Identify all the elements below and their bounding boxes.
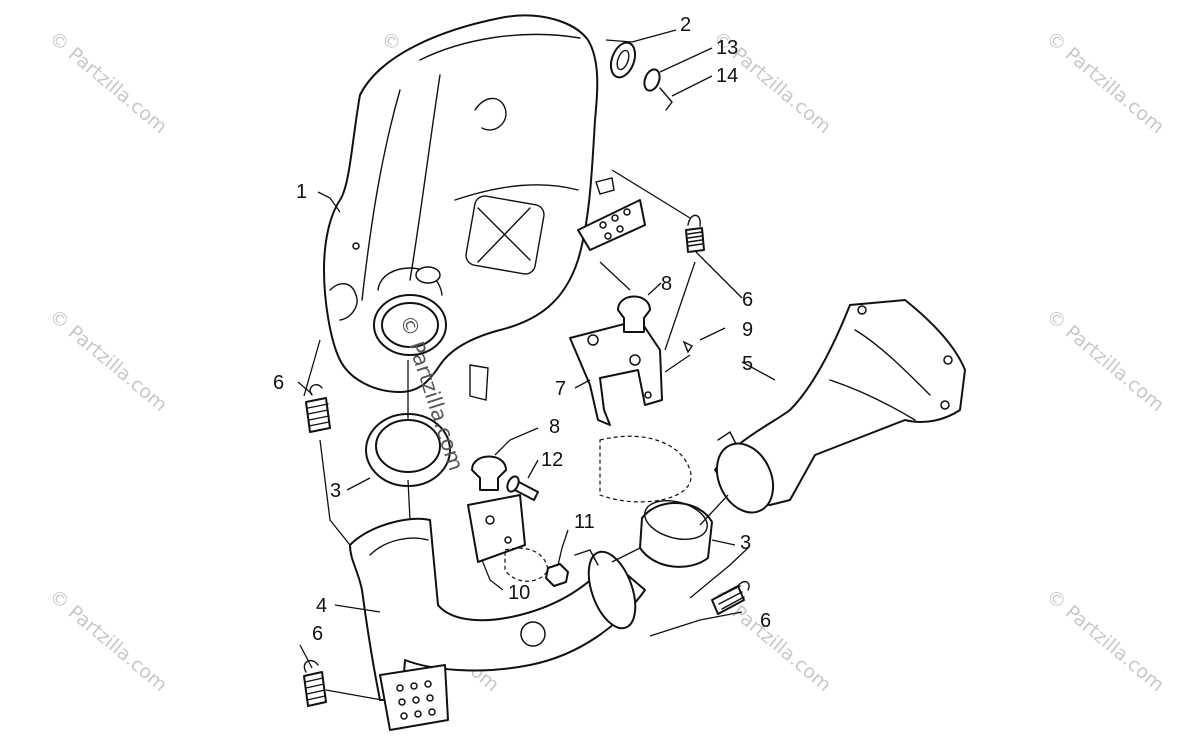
callout-6: 6 bbox=[312, 623, 323, 645]
callout-13: 13 bbox=[716, 37, 738, 59]
washer-part bbox=[643, 68, 661, 92]
callout-3: 3 bbox=[740, 532, 751, 554]
nut-part bbox=[545, 563, 569, 587]
small-bolt-part bbox=[682, 340, 694, 354]
bolt-part bbox=[506, 475, 539, 501]
upper-bracket-part bbox=[577, 177, 646, 251]
watermark: © Partzilla.com bbox=[1042, 585, 1168, 696]
callout-9: 9 bbox=[742, 319, 753, 341]
callout-5: 5 bbox=[742, 353, 753, 375]
callout-6: 6 bbox=[760, 610, 771, 632]
mounting-bracket-part bbox=[569, 319, 692, 503]
callout-14: 14 bbox=[716, 65, 738, 87]
gasket-ring-part bbox=[639, 500, 713, 568]
muffler-part bbox=[323, 14, 599, 401]
rubber-mount-part bbox=[617, 295, 651, 333]
leader-lines bbox=[297, 29, 776, 701]
rubber-mount-part bbox=[471, 455, 507, 491]
callout-11: 11 bbox=[574, 511, 595, 533]
callout-12: 12 bbox=[541, 449, 563, 471]
callout-6: 6 bbox=[742, 289, 753, 311]
header-pipe-part bbox=[714, 299, 966, 514]
lower-bracket-part bbox=[467, 494, 549, 582]
watermark: © Partzilla.com bbox=[45, 585, 171, 696]
callout-2: 2 bbox=[680, 14, 691, 36]
callout-7: 7 bbox=[555, 378, 566, 400]
callout-8: 8 bbox=[661, 273, 672, 295]
callout-10: 10 bbox=[508, 582, 530, 604]
callout-3: 3 bbox=[330, 480, 341, 502]
callout-labels: 1 2 3 3 4 5 6 6 6 6 7 8 8 9 10 11 12 13 … bbox=[273, 14, 771, 645]
callout-6: 6 bbox=[273, 372, 284, 394]
watermark: © Partzilla.com bbox=[45, 305, 171, 416]
callout-4: 4 bbox=[316, 595, 327, 617]
spring-part bbox=[685, 214, 705, 253]
spring-part bbox=[305, 384, 331, 433]
grommet-part bbox=[609, 41, 637, 79]
spring-part bbox=[711, 580, 750, 615]
callout-8: 8 bbox=[549, 416, 560, 438]
watermark: © Partzilla.com bbox=[1042, 27, 1168, 138]
gasket-ring-part bbox=[365, 413, 451, 487]
watermark: © Partzilla.com bbox=[45, 27, 171, 138]
spring-part bbox=[303, 659, 327, 707]
exhaust-pipe-part bbox=[349, 517, 646, 731]
watermark: © Partzilla.com bbox=[1042, 305, 1168, 416]
clip-part bbox=[659, 87, 673, 111]
callout-1: 1 bbox=[296, 181, 307, 203]
